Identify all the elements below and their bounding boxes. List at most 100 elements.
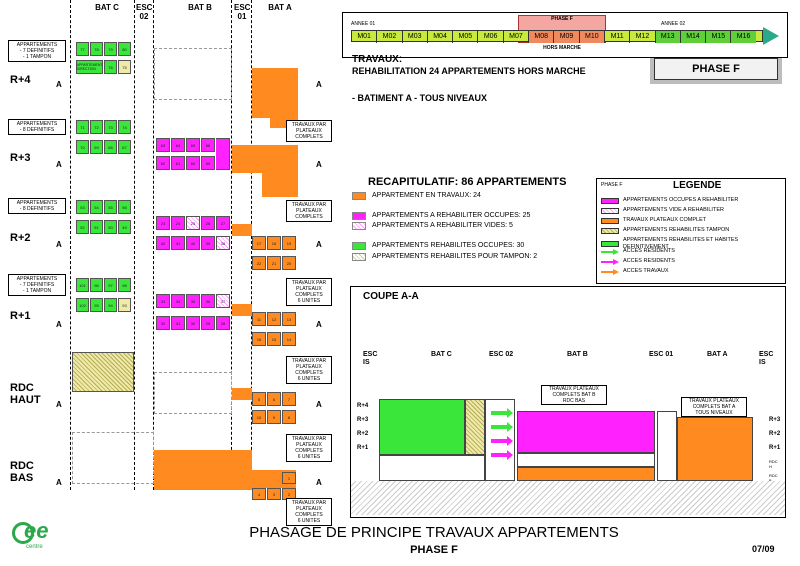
page-number: 07/09 (752, 544, 775, 554)
swatch (352, 242, 366, 250)
unit: 49 (118, 220, 131, 234)
section-header: BAT A (707, 351, 728, 358)
floor-label: RDC HAUT (10, 382, 41, 406)
section-mark-a: A (56, 240, 62, 249)
unit: 7 (282, 392, 296, 406)
unit: 51 (90, 220, 103, 234)
unit: 73 (104, 120, 117, 134)
swatch (352, 212, 366, 220)
travaux-line-2: - BATIMENT A - TOUS NIVEAUX (352, 93, 487, 103)
legend-item: APPARTEMENTS VIDE A REHABILITER (601, 207, 724, 214)
bat-c-outline (72, 432, 154, 484)
unit: 67 (118, 140, 131, 154)
unit: 61 (171, 156, 185, 170)
unit: 59 (201, 156, 215, 170)
unit: 62 (156, 156, 170, 170)
bat-b-rdc-bas-works (517, 467, 655, 481)
unit: 97 (104, 278, 117, 292)
legend-phase: PHASE F (601, 182, 623, 188)
unit: 40 (186, 236, 200, 250)
corridor-works (232, 224, 252, 236)
works-callout: TRAVAUX PAR PLATEAUX COMPLETS 6 UNITES (286, 356, 332, 384)
bat-a-works-block-tail (262, 173, 298, 197)
unit: 36 (201, 294, 215, 308)
phase-box: PHASE F (654, 58, 778, 80)
unit: 56 (118, 200, 131, 214)
unit: 93 (118, 298, 131, 312)
swatch (352, 192, 366, 200)
works-callout: TRAVAUX PAR PLATEAUX COMPLETS (286, 120, 332, 142)
unit: 28 (216, 316, 230, 330)
unit: 102 (76, 298, 89, 312)
unit: 31 (171, 316, 185, 330)
recap-row: APPARTEMENTS A REHABILITER VIDES: 5 (352, 222, 513, 230)
timeline-month: M13 (655, 31, 681, 43)
unit: 15 (267, 332, 281, 346)
unit: 95 (90, 298, 103, 312)
bat-b-rdc-haut (517, 453, 655, 467)
unit: 54 (90, 200, 103, 214)
swatch (601, 217, 619, 224)
section-note-bat-a: TRAVAUX PLATEAUX COMPLETS BAT A TOUS NIV… (681, 397, 747, 417)
section-title: COUPE A-A (363, 291, 419, 302)
unit: 24 (171, 216, 185, 230)
arrow-green-icon (601, 248, 619, 255)
access-arrows-icon (491, 408, 513, 460)
bat-c-tampon-block (465, 399, 485, 455)
timeline-month-highlight: M08 (529, 31, 555, 43)
ground-hatch (351, 481, 785, 515)
bat-c-tampon-block (72, 352, 134, 392)
section-mark-a: A (56, 80, 62, 89)
section-level-left: R+2 (357, 431, 369, 437)
recap-text: APPARTEMENTS REHABILITES OCCUPES: 30 (372, 242, 525, 249)
section-mark-a: A (56, 320, 62, 329)
recap-row: APPARTEMENTS A REHABILITER OCCUPES: 25 (352, 212, 530, 220)
unit: 25 (186, 216, 200, 230)
plan-header-bat-c: BAT C (95, 3, 119, 12)
bat-a-works-block-tail (270, 118, 298, 128)
unit: 34 (171, 294, 185, 308)
plan-divider-3 (153, 0, 155, 490)
floor-label: R+2 (10, 232, 31, 244)
section-mark-a: A (316, 80, 322, 89)
unit: 94 (104, 298, 117, 312)
swatch (352, 222, 366, 230)
section-mark-a: A (56, 400, 62, 409)
unit: 21 (267, 256, 281, 270)
floor-label: R+3 (10, 152, 31, 164)
section-mark-a: A (316, 400, 322, 409)
section-mark-a: A (316, 160, 322, 169)
timeline-panel: ANNEE 01 ANNEE 02 PHASE F HORS MARCHE M0… (342, 12, 788, 58)
unit: 19 (282, 236, 296, 250)
bat-b-outline (154, 372, 232, 414)
unit: 20 (282, 256, 296, 270)
legend-text: APPARTEMENTS REHABILITES TAMPON (623, 227, 730, 233)
timeline-month: M01 (352, 31, 378, 43)
hors-marche-label: HORS MARCHE (543, 45, 581, 51)
timeline-month-highlight: M09 (554, 31, 580, 43)
unit: 63 (156, 138, 170, 152)
unit: 74 (118, 120, 131, 134)
legend-item: APPARTEMENTS REHABILITES TAMPON (601, 227, 729, 234)
legend-text: ACCES TRAVAUX (623, 268, 669, 274)
unit: 66 (201, 138, 215, 152)
legend-text: APPARTEMENTS OCCUPES A REHABILITER (623, 197, 739, 203)
floor-label: R+4 (10, 74, 31, 86)
unit: 101 (76, 278, 89, 292)
section-header: ESC 01 (649, 351, 674, 358)
logo-circle-icon (12, 522, 34, 544)
unit: 96 (90, 278, 103, 292)
floor-callout: APPARTEMENTS - 8 DEFINITIFS (8, 119, 66, 135)
works-callout: TRAVAUX PAR PLATEAUX COMPLETS 6 UNITES (286, 498, 332, 526)
unit: 13 (282, 312, 296, 326)
section-header: ESC IS (363, 351, 378, 366)
section-panel: COUPE A-A ESC IS BAT C ESC 02 BAT B ESC … (350, 286, 786, 518)
unit: 78 (90, 42, 103, 56)
footer-subtitle: PHASE F (410, 544, 458, 556)
unit: 38 (216, 236, 230, 250)
floor-callout: APPARTEMENTS - 7 DEFINITIFS - 1 TAMPON (8, 40, 66, 62)
unit: 60 (186, 156, 200, 170)
unit: 17 (252, 236, 266, 250)
recap-text: APPARTEMENT EN TRAVAUX: 24 (372, 192, 481, 199)
unit: 69 (90, 140, 103, 154)
